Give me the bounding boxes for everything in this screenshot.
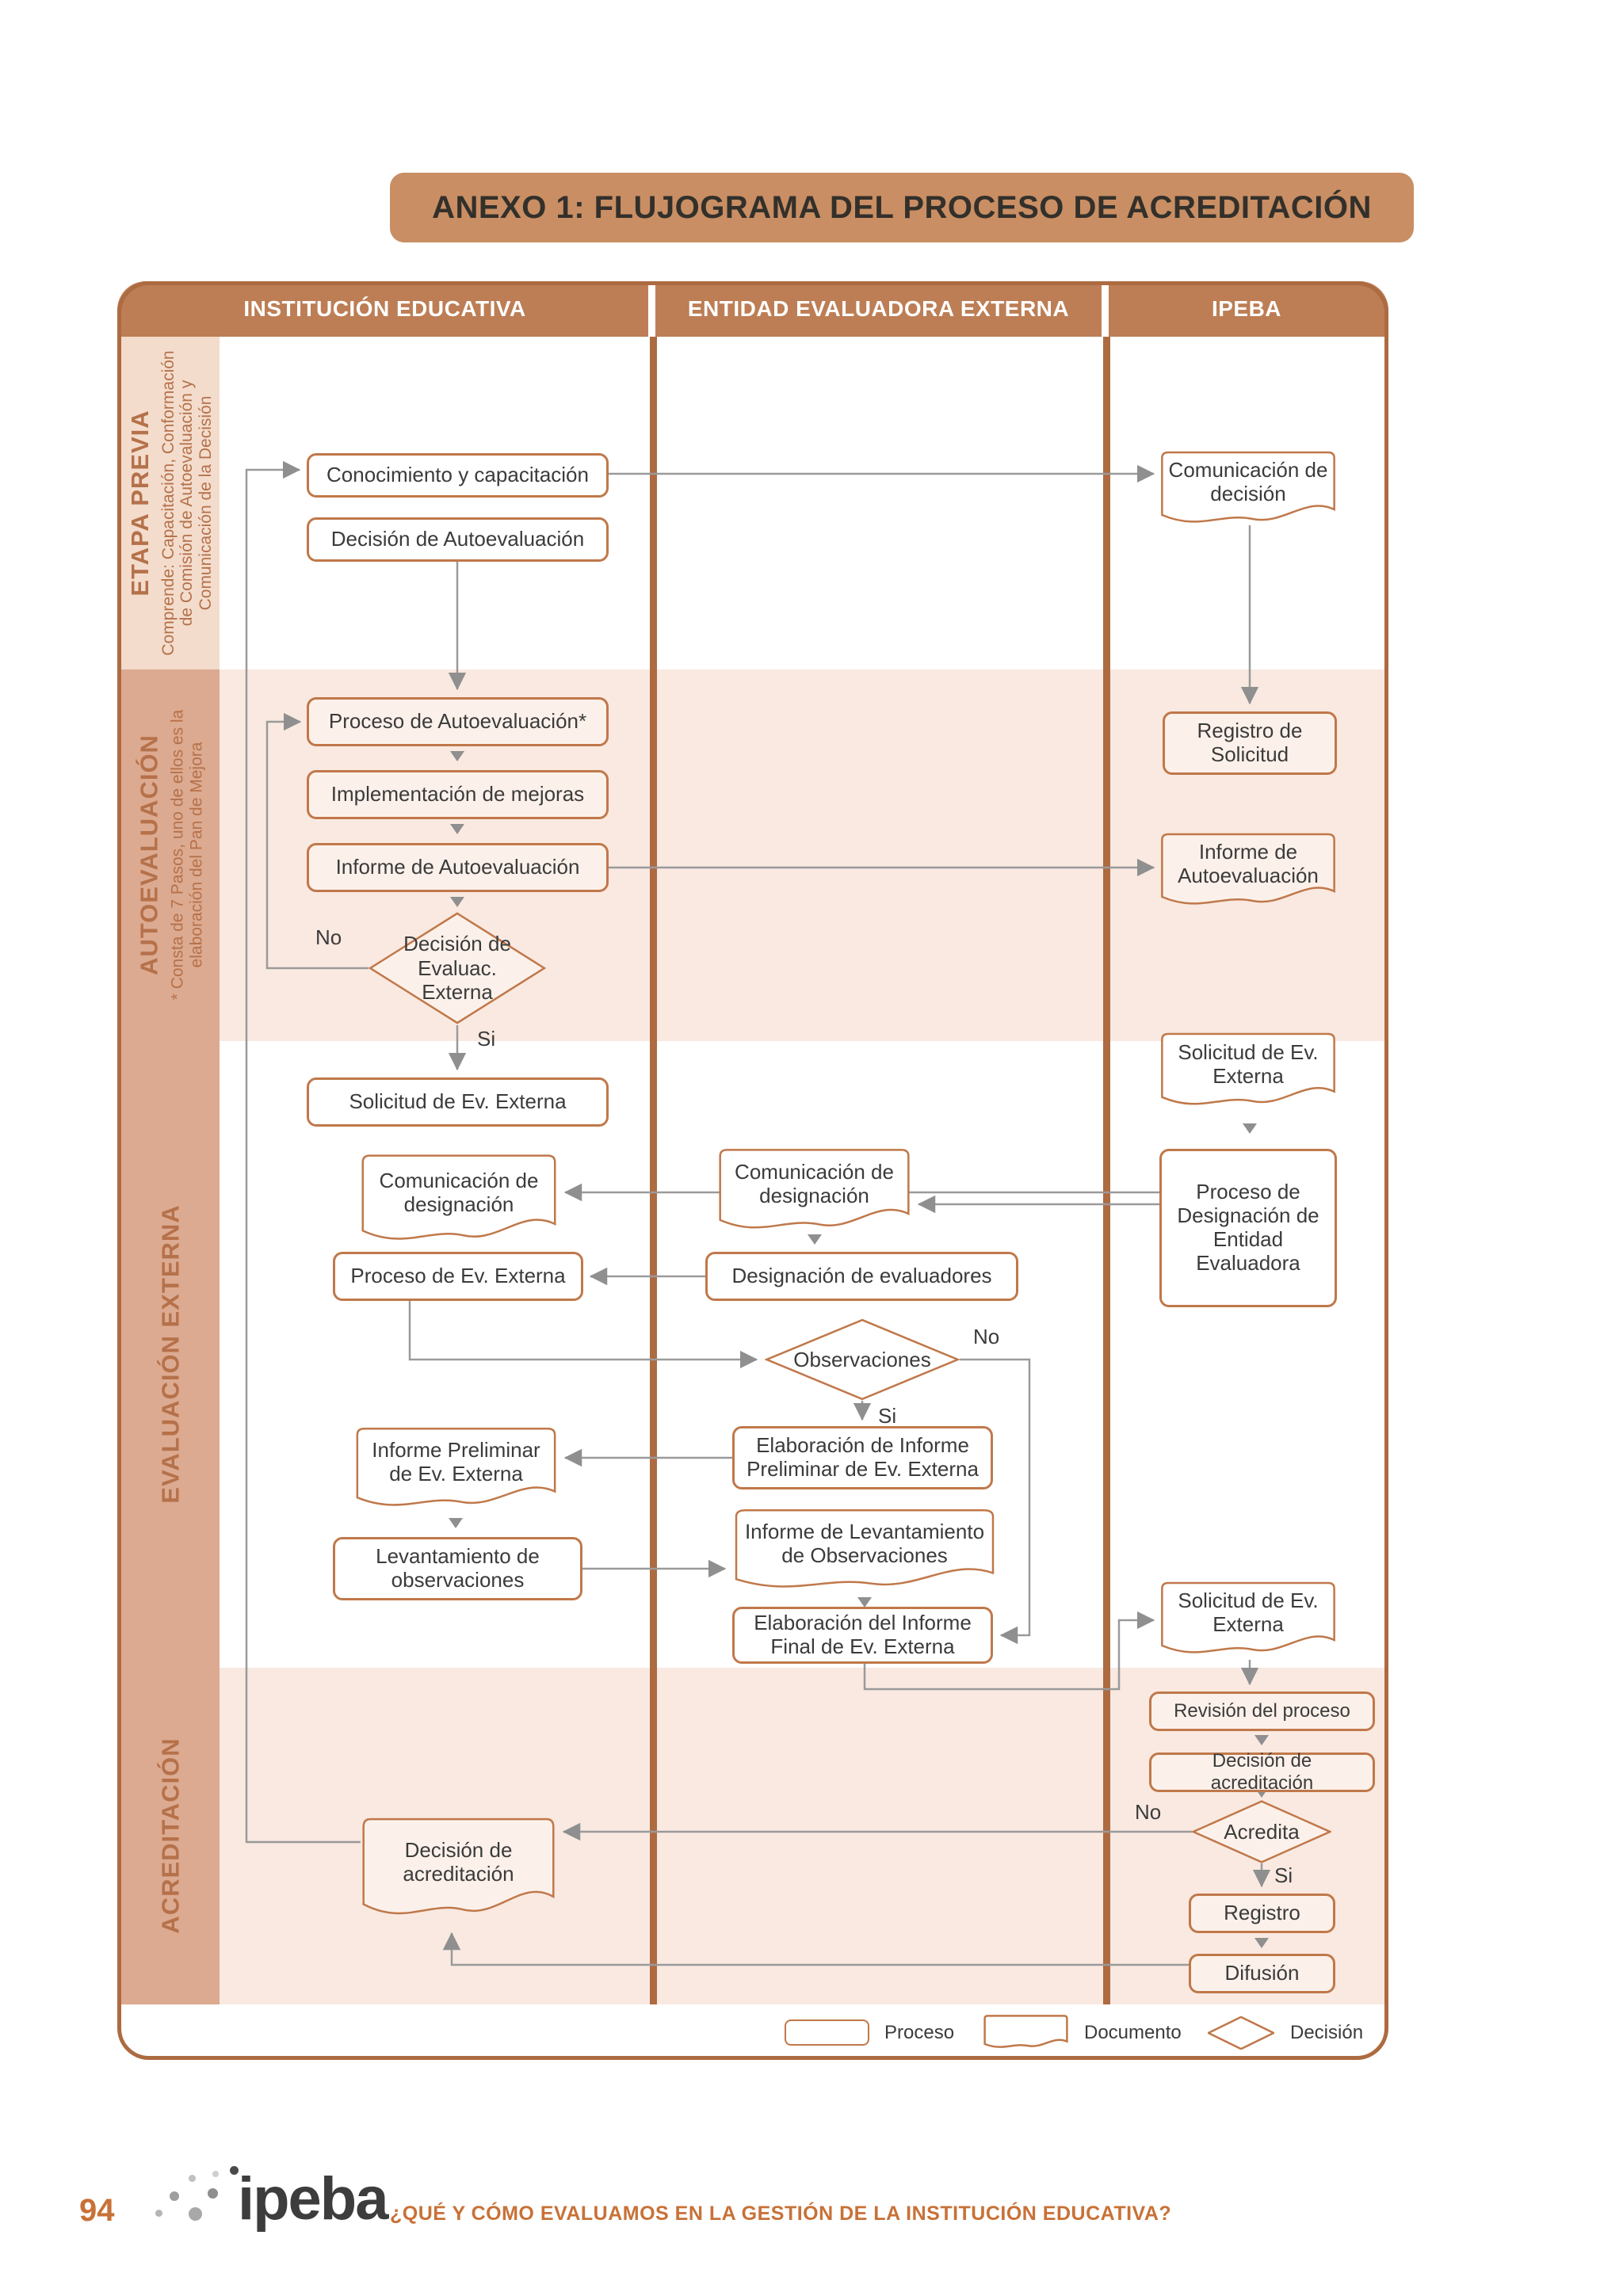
node-registro-de-solicitud: Registro de Solicitud xyxy=(1163,711,1337,775)
branch-si-autoevaluacion: Si xyxy=(477,1027,496,1051)
page-title: ANEXO 1: FLUJOGRAMA DEL PROCESO DE ACRED… xyxy=(432,189,1372,225)
doc-decision-de-acreditacion: Decisión de acreditación xyxy=(361,1816,556,1924)
header-gap-2 xyxy=(1102,281,1109,337)
branch-no-autoevaluacion: No xyxy=(315,925,342,949)
doc-comunicacion-designacion-ie: Comunicación de designación xyxy=(360,1153,558,1248)
header-entidad-evaluadora: ENTIDAD EVALUADORA EXTERNA xyxy=(687,296,1070,321)
column-header-bar xyxy=(117,281,1388,337)
legend-proceso-shape xyxy=(785,2019,869,2046)
diamond-decision-evaluac-externa: Decisión de Evaluac. Externa xyxy=(369,911,546,1025)
branch-si-observaciones: Si xyxy=(878,1404,897,1428)
doc-comunicacion-designacion-ent: Comunicación de designación xyxy=(717,1147,911,1236)
page-number: 94 xyxy=(79,2193,115,2228)
sidebar-evaluacion-externa: EVALUACIÓN EXTERNA xyxy=(121,1041,220,1668)
legend-documento-label: Documento xyxy=(1084,2022,1182,2043)
doc-informe-de-autoevaluacion: Informe de Autoevaluación xyxy=(1159,832,1337,911)
node-decision-de-acreditacion: Decisión de acreditación xyxy=(1149,1750,1375,1794)
node-solicitud-ev-externa: Solicitud de Ev. Externa xyxy=(307,1077,609,1127)
node-proceso-de-ev-externa: Proceso de Ev. Externa xyxy=(333,1252,583,1301)
logo-dot xyxy=(212,2171,219,2177)
divider-col2-col3 xyxy=(1103,337,1110,2004)
node-revision-del-proceso: Revisión del proceso xyxy=(1149,1691,1375,1731)
footer-caption: ¿QUÉ Y CÓMO EVALUAMOS EN LA GESTIÓN DE L… xyxy=(390,2203,1172,2225)
diamond-acredita: Acredita xyxy=(1192,1800,1331,1863)
sidebar-etapa-previa: ETAPA PREVIA Comprende: Capacitación, Co… xyxy=(121,337,220,669)
node-elaboracion-informe-final: Elaboración del Informe Final de Ev. Ext… xyxy=(732,1607,993,1664)
header-ipeba: IPEBA xyxy=(1211,296,1282,321)
logo-dot xyxy=(189,2207,202,2221)
title-banner: ANEXO 1: FLUJOGRAMA DEL PROCESO DE ACRED… xyxy=(390,173,1414,242)
legend-decision-label: Decisión xyxy=(1290,2022,1364,2043)
sidebar-acreditacion: ACREDITACIÓN xyxy=(121,1668,220,2004)
diamond-observaciones: Observaciones xyxy=(765,1318,960,1401)
node-proceso-designacion-entidad: Proceso de Designación de Entidad Evalua… xyxy=(1159,1149,1337,1307)
branch-no-observaciones: No xyxy=(973,1325,1000,1348)
branch-si-acredita: Si xyxy=(1274,1863,1293,1887)
logo-dot xyxy=(155,2210,162,2217)
logo-dot xyxy=(170,2191,179,2201)
legend-decision-shape xyxy=(1208,2016,1274,2050)
node-informe-de-autoevaluacion: Informe de Autoevaluación xyxy=(307,843,609,892)
doc-solicitud-ev-externa-1: Solicitud de Ev. Externa xyxy=(1159,1032,1337,1112)
legend-documento-shape xyxy=(983,2015,1068,2050)
header-gap-1 xyxy=(648,281,655,337)
divider-col1-col2 xyxy=(650,337,657,2004)
logo-dot xyxy=(208,2188,218,2199)
node-levantamiento-de-observaciones: Levantamiento de observaciones xyxy=(333,1537,582,1600)
node-designacion-de-evaluadores: Designación de evaluadores xyxy=(705,1252,1018,1301)
node-elaboracion-informe-preliminar: Elaboración de Informe Preliminar de Ev.… xyxy=(732,1426,993,1489)
legend-proceso-label: Proceso xyxy=(884,2022,955,2043)
node-registro: Registro xyxy=(1189,1894,1335,1933)
node-proceso-de-autoevaluacion: Proceso de Autoevaluación* xyxy=(307,697,609,746)
logo-dot xyxy=(230,2166,239,2175)
node-difusion: Difusión xyxy=(1189,1954,1335,1993)
doc-informe-preliminar: Informe Preliminar de Ev. Externa xyxy=(354,1426,558,1513)
branch-no-acredita: No xyxy=(1135,1800,1162,1824)
doc-informe-levantamiento: Informe de Levantamiento de Observacione… xyxy=(732,1508,997,1595)
logo-dot xyxy=(189,2175,196,2182)
node-decision-de-autoevaluacion: Decisión de Autoevaluación xyxy=(307,517,609,562)
doc-solicitud-ev-externa-2: Solicitud de Ev. Externa xyxy=(1159,1581,1337,1660)
logo-wordmark: ipeba xyxy=(238,2165,388,2233)
header-institucion-educativa: INSTITUCIÓN EDUCATIVA xyxy=(243,296,526,321)
node-conocimiento-y-capacitacion: Conocimiento y capacitación xyxy=(307,453,609,498)
sidebar-autoevaluacion: AUTOEVALUACIÓN * Consta de 7 Pasos, uno … xyxy=(121,669,220,1041)
node-implementacion-de-mejoras: Implementación de mejoras xyxy=(307,770,609,819)
doc-comunicacion-de-decision: Comunicación de decisión xyxy=(1159,450,1337,529)
